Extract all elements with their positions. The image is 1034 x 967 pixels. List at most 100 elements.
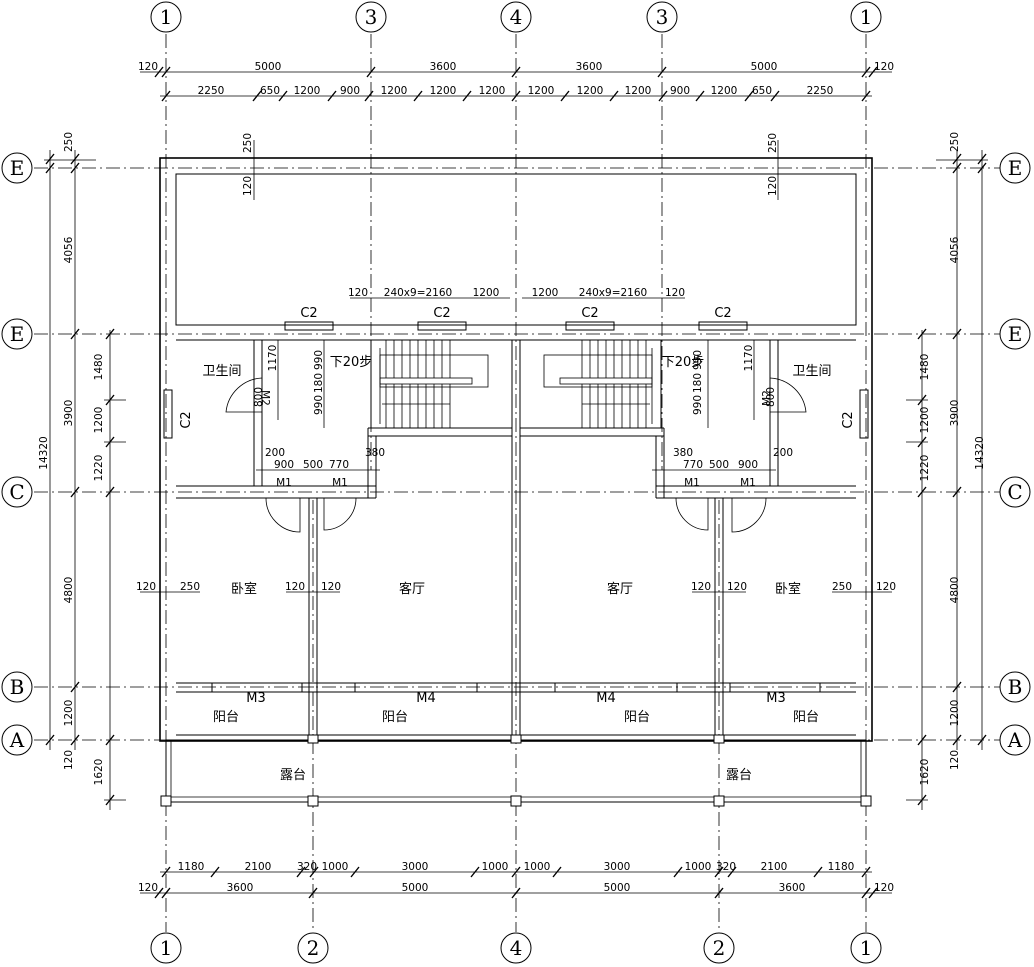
- dim-label: 1480: [919, 354, 931, 381]
- dim-label: 1220: [93, 455, 105, 482]
- door-label: M1: [684, 477, 700, 489]
- axis-bubble-bottom: 2: [297, 932, 329, 964]
- dim-label: 4056: [63, 236, 75, 263]
- dim-label: 14320: [38, 436, 50, 469]
- window-label: C2: [714, 306, 731, 321]
- svg-text:4: 4: [510, 936, 523, 960]
- dim-label: 1480: [93, 354, 105, 381]
- axis-bubble-top: 1: [150, 1, 182, 33]
- dim-label: 770: [329, 459, 349, 471]
- svg-text:1: 1: [160, 936, 173, 960]
- stairs-left: [370, 339, 513, 429]
- room-labels: 卫生间 卫生间 卧室 卧室 客厅 客厅 阳台 阳台 阳台 阳台 露台 露台 下2…: [202, 355, 831, 783]
- axis-bubble-left: B: [1, 671, 33, 703]
- door-label: M2: [259, 390, 271, 406]
- dim-label: 1200: [919, 407, 931, 434]
- axis-bubble-right: B: [999, 671, 1031, 703]
- axis-bubble-bottom: 1: [150, 932, 182, 964]
- dim-label: 120: [874, 882, 894, 894]
- room-label-living: 客厅: [399, 581, 425, 597]
- dim-label: 1200: [479, 85, 506, 97]
- dim-label: 900: [274, 459, 294, 471]
- dim-label: 800: [253, 387, 265, 407]
- dim-label: 180: [692, 373, 704, 393]
- dim-label: 240x9=2160: [384, 287, 452, 299]
- dim-label: 3600: [430, 61, 457, 73]
- axis-bubble-top: 1: [850, 1, 882, 33]
- room-label-balcony: 阳台: [793, 710, 819, 725]
- dim-label: 1000: [685, 861, 712, 873]
- dim-label: 2250: [198, 85, 225, 97]
- dim-label: 14320: [974, 436, 986, 469]
- dim-label: 900: [340, 85, 360, 97]
- dim-label: 120: [665, 287, 685, 299]
- stairs-label: 下20步: [662, 355, 705, 370]
- dim-label: 200: [773, 447, 793, 459]
- dim-label: 3900: [949, 400, 961, 427]
- svg-text:A: A: [9, 728, 25, 752]
- dim-label: 650: [752, 85, 772, 97]
- dim-label: 120: [348, 287, 368, 299]
- dim-label: 1170: [267, 345, 279, 372]
- svg-text:E: E: [10, 156, 25, 180]
- dim-label: 900: [670, 85, 690, 97]
- dim-label: 1200: [63, 700, 75, 727]
- dim-label: 1180: [828, 861, 855, 873]
- svg-text:C: C: [9, 480, 24, 504]
- room-label-living: 客厅: [607, 581, 633, 597]
- svg-text:A: A: [1007, 728, 1023, 752]
- dim-label: 1200: [532, 287, 559, 299]
- svg-text:1: 1: [860, 5, 873, 29]
- interior-dim-labels: 120 240x9=2160 1200 1200 240x9=2160 120 …: [136, 133, 896, 593]
- dim-label: 1220: [919, 455, 931, 482]
- dim-label: 3600: [227, 882, 254, 894]
- svg-text:3: 3: [656, 5, 669, 29]
- dim-label: 1200: [381, 85, 408, 97]
- dim-label: 3900: [63, 400, 75, 427]
- axis-bubble-top: 3: [646, 1, 678, 33]
- dim-label: 990: [692, 395, 704, 415]
- dim-label: 120: [876, 581, 896, 593]
- dim-label: 1620: [93, 759, 105, 786]
- interior-dims: [140, 140, 892, 593]
- dim-label: 3600: [779, 882, 806, 894]
- dim-label: 3600: [576, 61, 603, 73]
- dim-label: 1180: [178, 861, 205, 873]
- door-label: M1: [332, 477, 348, 489]
- room-label-bedroom: 卧室: [231, 581, 257, 597]
- dim-label: 250: [63, 132, 75, 152]
- columns: [160, 734, 872, 807]
- svg-text:B: B: [1008, 675, 1023, 699]
- dim-label: 3000: [402, 861, 429, 873]
- axis-bubble-right: A: [999, 724, 1031, 756]
- dim-label: 1200: [949, 700, 961, 727]
- dim-label: 200: [265, 447, 285, 459]
- dim-label: 120: [949, 750, 961, 770]
- axis-bubble-left: C: [1, 476, 33, 508]
- svg-text:3: 3: [365, 5, 378, 29]
- dim-label: 990: [313, 395, 325, 415]
- dimension-bottom: 1180 2100 320 1000 3000 1000 1000 3000 1…: [138, 861, 894, 899]
- dim-label: 320: [297, 861, 317, 873]
- dim-label: 240x9=2160: [579, 287, 647, 299]
- dim-label: 180: [313, 373, 325, 393]
- dim-label: 500: [303, 459, 323, 471]
- axis-bubble-right: E: [999, 318, 1031, 350]
- dim-label: 1200: [93, 407, 105, 434]
- axis-bubble-bottom: 4: [500, 932, 532, 964]
- svg-text:E: E: [10, 322, 25, 346]
- window-label: M3: [766, 691, 786, 706]
- window-label: C2: [433, 306, 450, 321]
- dim-label: 1170: [743, 345, 755, 372]
- dim-label: 500: [709, 459, 729, 471]
- dim-label: 800: [765, 387, 777, 407]
- dim-label: 900: [738, 459, 758, 471]
- dim-label: 120: [136, 581, 156, 593]
- svg-text:C: C: [1007, 480, 1022, 504]
- dim-label: 120: [767, 176, 779, 196]
- dim-label: 5000: [604, 882, 631, 894]
- stairs-right: [519, 339, 662, 429]
- svg-text:2: 2: [307, 936, 320, 960]
